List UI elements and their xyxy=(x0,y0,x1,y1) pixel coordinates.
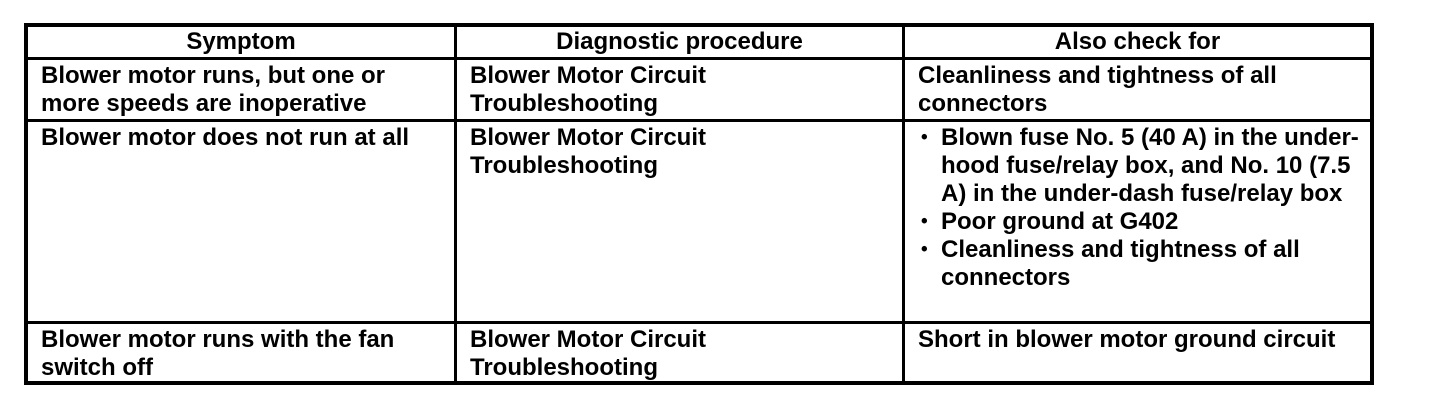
bullet-item-text: Poor ground at G402 xyxy=(941,208,1179,235)
cell-row3-also-check-for: Short in blower motor ground circuit xyxy=(902,321,1370,381)
cell-row1-symptom: Blower motor runs, but one or more speed… xyxy=(28,57,454,119)
column-header-symptom: Symptom xyxy=(186,28,296,55)
bullet-item-text: Blown fuse No. 5 (40 A) in the under-hoo… xyxy=(941,124,1359,207)
column-header-also-check-for: Also check for xyxy=(902,27,1370,57)
cell-row2-symptom: Blower motor does not run at all xyxy=(28,119,454,321)
cell-row2-also-check-for: • Blown fuse No. 5 (40 A) in the under-h… xyxy=(902,119,1370,321)
cell-row2-diagnostic-procedure: Blower Motor Circuit Troubleshooting xyxy=(454,119,902,321)
bullet-item: • Blown fuse No. 5 (40 A) in the under-h… xyxy=(905,124,1364,208)
bullet-icon: • xyxy=(921,239,928,260)
blower-troubleshooting-table: Symptom Diagnostic procedure Also check … xyxy=(24,23,1374,385)
bullet-item: • Poor ground at G402 xyxy=(905,208,1364,236)
bullet-icon: • xyxy=(921,127,928,148)
cell-row3-diagnostic-procedure: Blower Motor Circuit Troubleshooting xyxy=(454,321,902,381)
bullet-item: • Cleanliness and tightness of all conne… xyxy=(905,236,1364,292)
cell-row1-diagnostic-procedure: Blower Motor Circuit Troubleshooting xyxy=(454,57,902,119)
bullet-icon: • xyxy=(921,211,928,232)
bullet-item-text: Cleanliness and tightness of all connect… xyxy=(941,236,1300,291)
column-header-diagnostic-procedure: Diagnostic procedure xyxy=(454,27,902,57)
cell-row1-also-check-for: Cleanliness and tightness of all connect… xyxy=(902,57,1370,119)
cell-row3-symptom: Blower motor runs with the fan switch of… xyxy=(28,321,454,381)
